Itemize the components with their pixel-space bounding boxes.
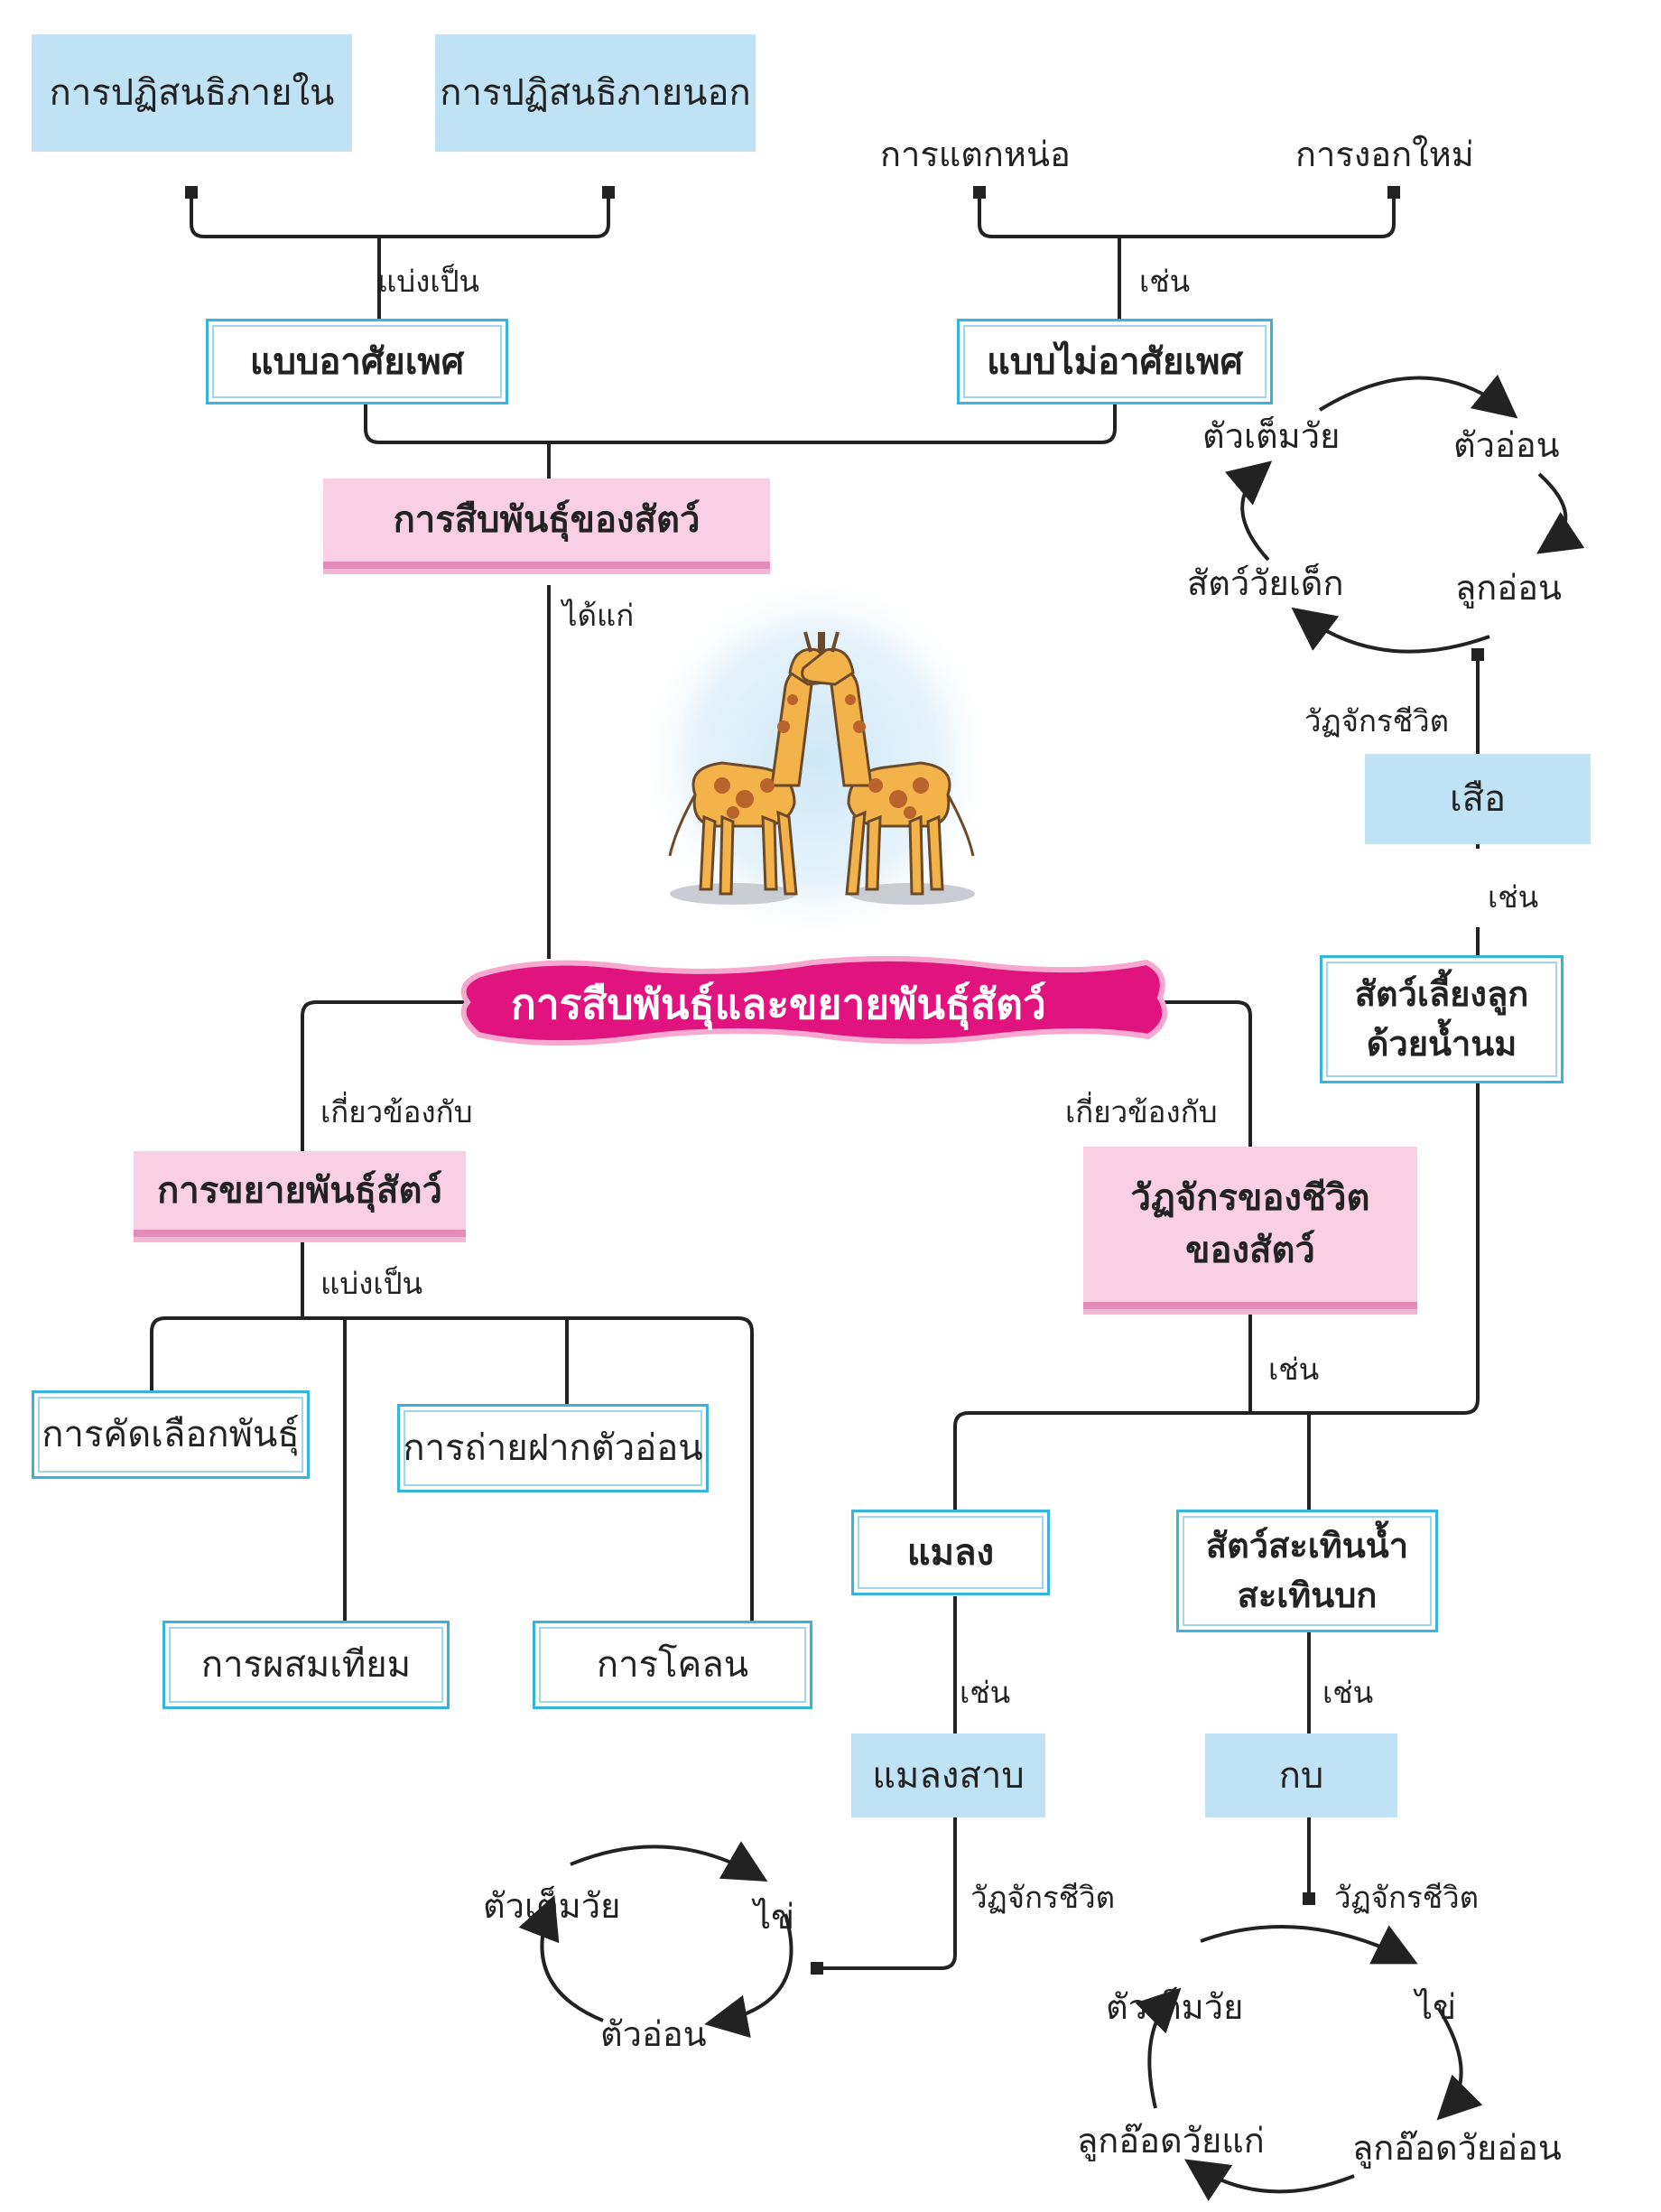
animal-reproduction-box: การสืบพันธุ์ของสัตว์ [323, 479, 770, 569]
center-title: การสืบพันธุ์และขยายพันธุ์สัตว์ [511, 980, 1046, 1028]
internal-fertilization-box: การปฏิสนธิภายใน [32, 34, 352, 152]
includes-link: ได้แก่ [562, 598, 635, 633]
amphibian-label-line2: สะเทินบก [1237, 1575, 1378, 1615]
mammal-stage-adult: ตัวเต็มวัย [1202, 416, 1341, 456]
propagation-related-link: เกี่ยวข้องกับ [320, 1094, 473, 1129]
mammal-stage-juvenile: สัตว์วัยเด็ก [1187, 563, 1344, 603]
amphibian-box: สัตว์สะเทินน้ำ สะเทินบก [1176, 1510, 1438, 1632]
propagation-divided-link: แบ่งเป็น [320, 1266, 423, 1301]
lifecycle-related-link: เกี่ยวข้องกับ [1065, 1094, 1218, 1129]
external-fertilization-label: การปฏิสนธิภายนอก [440, 72, 751, 114]
giraffe-illustration [641, 578, 993, 939]
asexual-reproduction-label: แบบไม่อาศัยเพศ [987, 340, 1243, 383]
sexual-reproduction-box: แบบอาศัยเพศ [206, 319, 508, 404]
insect-label: แมลง [906, 1531, 995, 1574]
cloning-box: การโคลน [533, 1621, 812, 1709]
mammal-example-link: เช่น [1488, 879, 1539, 915]
budding-label: การแตกหน่อ [880, 135, 1071, 174]
mammal-label-line1: สัตว์เลี้ยงลูก [1354, 973, 1529, 1014]
lifecycle-label-line2: ของสัตว์ [1185, 1230, 1315, 1271]
cloning-label: การโคลน [596, 1644, 749, 1686]
frog-stage-old-tadpole: ลูกอ๊อดวัยแก่ [1077, 2121, 1265, 2161]
tiger-label: เสือ [1449, 778, 1507, 820]
artificial-insemination-label: การผสมเทียม [200, 1644, 412, 1686]
insect-stage-egg: ไข่ [754, 1897, 795, 1937]
sexual-reproduction-label: แบบอาศัยเพศ [249, 340, 465, 383]
amphibian-label-line1: สัตว์สะเทินน้ำ [1205, 1525, 1409, 1566]
animal-reproduction-label: การสืบพันธุ์ของสัตว์ [393, 499, 701, 541]
embryo-transfer-box: การถ่ายฝากตัวอ่อน [397, 1404, 709, 1492]
frog-stage-adult: ตัวเต็มวัย [1106, 1987, 1244, 2027]
cockroach-label: แมลงสาบ [872, 1754, 1025, 1797]
lifecycle-box: วัฏจักรของชีวิต ของสัตว์ [1083, 1147, 1417, 1309]
mammal-label-line2: ด้วยน้ำนม [1366, 1024, 1517, 1064]
center-banner-shape [460, 955, 1168, 1046]
internal-fertilization-label: การปฏิสนธิภายใน [49, 72, 335, 114]
cockroach-box: แมลงสาบ [851, 1733, 1045, 1817]
insect-stage-adult: ตัวเต็มวัย [483, 1886, 621, 1926]
frog-stage-young-tadpole: ลูกอ๊อดวัยอ่อน [1352, 2128, 1562, 2168]
amphibian-cycle-link: วัฏจักรชีวิต [1334, 1880, 1480, 1915]
external-fertilization-box: การปฏิสนธิภายนอก [435, 34, 756, 152]
asexual-reproduction-box: แบบไม่อาศัยเพศ [957, 319, 1273, 404]
artificial-insemination-box: การผสมเทียม [162, 1621, 450, 1709]
lifecycle-label-line1: วัฏจักรของชีวิต [1130, 1177, 1370, 1219]
mammal-stage-infant: ลูกอ่อน [1455, 568, 1562, 608]
asexual-example-link: เช่น [1139, 264, 1191, 299]
insect-box: แมลง [851, 1510, 1050, 1595]
selective-breeding-label: การคัดเลือกพันธุ์ [42, 1414, 300, 1455]
frog-stage-egg: ไข่ [1415, 1987, 1457, 2027]
mammal-box: สัตว์เลี้ยงลูก ด้วยน้ำนม [1320, 955, 1564, 1083]
frog-box: กบ [1205, 1733, 1397, 1817]
selective-breeding-box: การคัดเลือกพันธุ์ [32, 1390, 310, 1479]
propagation-label: การขยายพันธุ์สัตว์ [157, 1169, 442, 1212]
insect-example-link: เช่น [960, 1675, 1011, 1710]
amphibian-example-link: เช่น [1322, 1675, 1374, 1710]
regeneration-label: การงอกใหม่ [1295, 135, 1474, 174]
mammal-stage-embryo: ตัวอ่อน [1453, 425, 1560, 465]
mammal-cycle-link: วัฏจักรชีวิต [1304, 703, 1450, 739]
insect-cycle-link: วัฏจักรชีวิต [970, 1880, 1116, 1915]
frog-label: กบ [1278, 1754, 1324, 1797]
insect-stage-nymph: ตัวอ่อน [600, 2014, 707, 2054]
embryo-transfer-label: การถ่ายฝากตัวอ่อน [403, 1427, 703, 1469]
sexual-divided-link: แบ่งเป็น [377, 264, 480, 299]
tiger-box: เสือ [1365, 754, 1591, 844]
lifecycle-example-link: เช่น [1268, 1352, 1320, 1387]
propagation-box: การขยายพันธุ์สัตว์ [134, 1151, 466, 1237]
